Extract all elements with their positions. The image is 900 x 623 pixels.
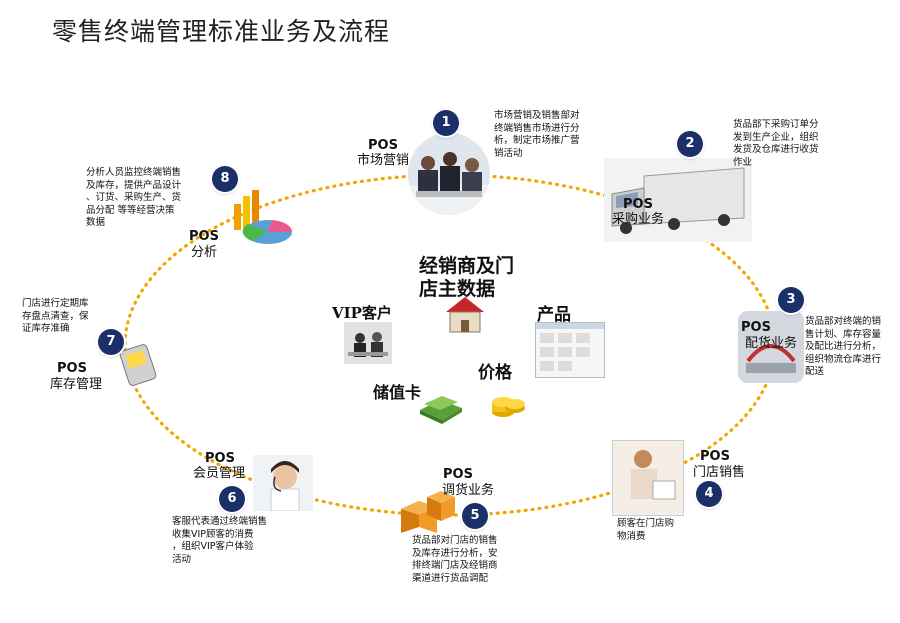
step-5-badge: 5 — [462, 503, 488, 529]
step-4-pos-label: POS — [700, 449, 730, 464]
step-2-name: 采购业务 — [611, 212, 664, 227]
step-3-description: 货品部对终端的销售计划、库存容量及配比进行分析，组织物流仓库进行配送 — [805, 316, 882, 377]
step-1-badge: 1 — [433, 110, 459, 136]
step-4-description: 顾客在门店购物消费 — [617, 518, 675, 542]
center-main-line1: 经销商及门 — [419, 255, 515, 277]
step-5-description: 货品部对门店的销售及库存进行分析，安排终端门店及经销商渠道进行货品调配 — [412, 535, 498, 584]
step-6-description: 客服代表通过终端销售收集VIP顾客的消费，组织VIP客户体验活动 — [172, 516, 268, 565]
center-product: 产品 — [537, 305, 571, 325]
step-1-description: 市场营销及销售部对终端销售市场进行分析，制定市场推广营销活动 — [494, 110, 580, 159]
step-7-name: 库存管理 — [49, 377, 102, 392]
step-6-name: 会员管理 — [192, 466, 245, 481]
step-4-badge: 4 — [696, 481, 722, 507]
step-7-badge: 7 — [98, 329, 124, 355]
step-8-badge: 8 — [212, 166, 238, 192]
step-5-pos-label: POS — [443, 467, 473, 482]
step-6-pos-label: POS — [205, 451, 235, 466]
step-3-name: 配货业务 — [744, 336, 797, 351]
center-main-line2: 店主数据 — [419, 278, 496, 300]
product-screen-thumbnail — [535, 322, 605, 378]
cash-bundle-icon — [416, 388, 466, 426]
step-8-pos-label: POS — [189, 229, 219, 244]
center-price: 价格 — [478, 363, 512, 383]
step-1-pos-label: POS — [368, 138, 398, 153]
truck-photo — [604, 158, 752, 242]
distribution-photo — [738, 311, 804, 383]
step-2-badge: 2 — [677, 131, 703, 157]
page-title: 零售终端管理标准业务及流程 — [52, 17, 391, 46]
boxes-photo — [397, 487, 457, 535]
step-3-badge: 3 — [778, 287, 804, 313]
center-vip: VIP客户 — [332, 304, 392, 322]
step-5-name: 调货业务 — [441, 483, 494, 498]
step-7-pos-label: POS — [57, 361, 87, 376]
customer-service-photo — [253, 455, 313, 511]
analysis-chart-icon — [228, 188, 296, 252]
step-2-pos-label: POS — [623, 197, 653, 212]
house-icon — [442, 294, 488, 334]
handheld-scanner-photo — [118, 341, 160, 387]
vip-photo — [344, 322, 392, 364]
step-7-description: 门店进行定期库存盘点清查，保证库存准确 — [22, 298, 89, 334]
coins-icon — [489, 386, 527, 422]
step-3-pos-label: POS — [741, 320, 771, 335]
step-8-description: 分析人员监控终端销售及库存，提供产品设计、订货、采购生产、货品分配 等等经营决策… — [86, 167, 182, 228]
step-2-description: 货品部下采购订单分发到生产企业，组织发货及仓库进行收货作业 — [733, 119, 819, 168]
step-6-badge: 6 — [219, 486, 245, 512]
step-8-name: 分析 — [190, 245, 217, 260]
marketing-meeting-photo — [408, 133, 490, 215]
center-stored-value-card: 储值卡 — [373, 383, 422, 402]
step-4-name: 门店销售 — [692, 465, 745, 480]
shopper-photo — [612, 440, 684, 516]
step-1-name: 市场营销 — [356, 153, 409, 168]
